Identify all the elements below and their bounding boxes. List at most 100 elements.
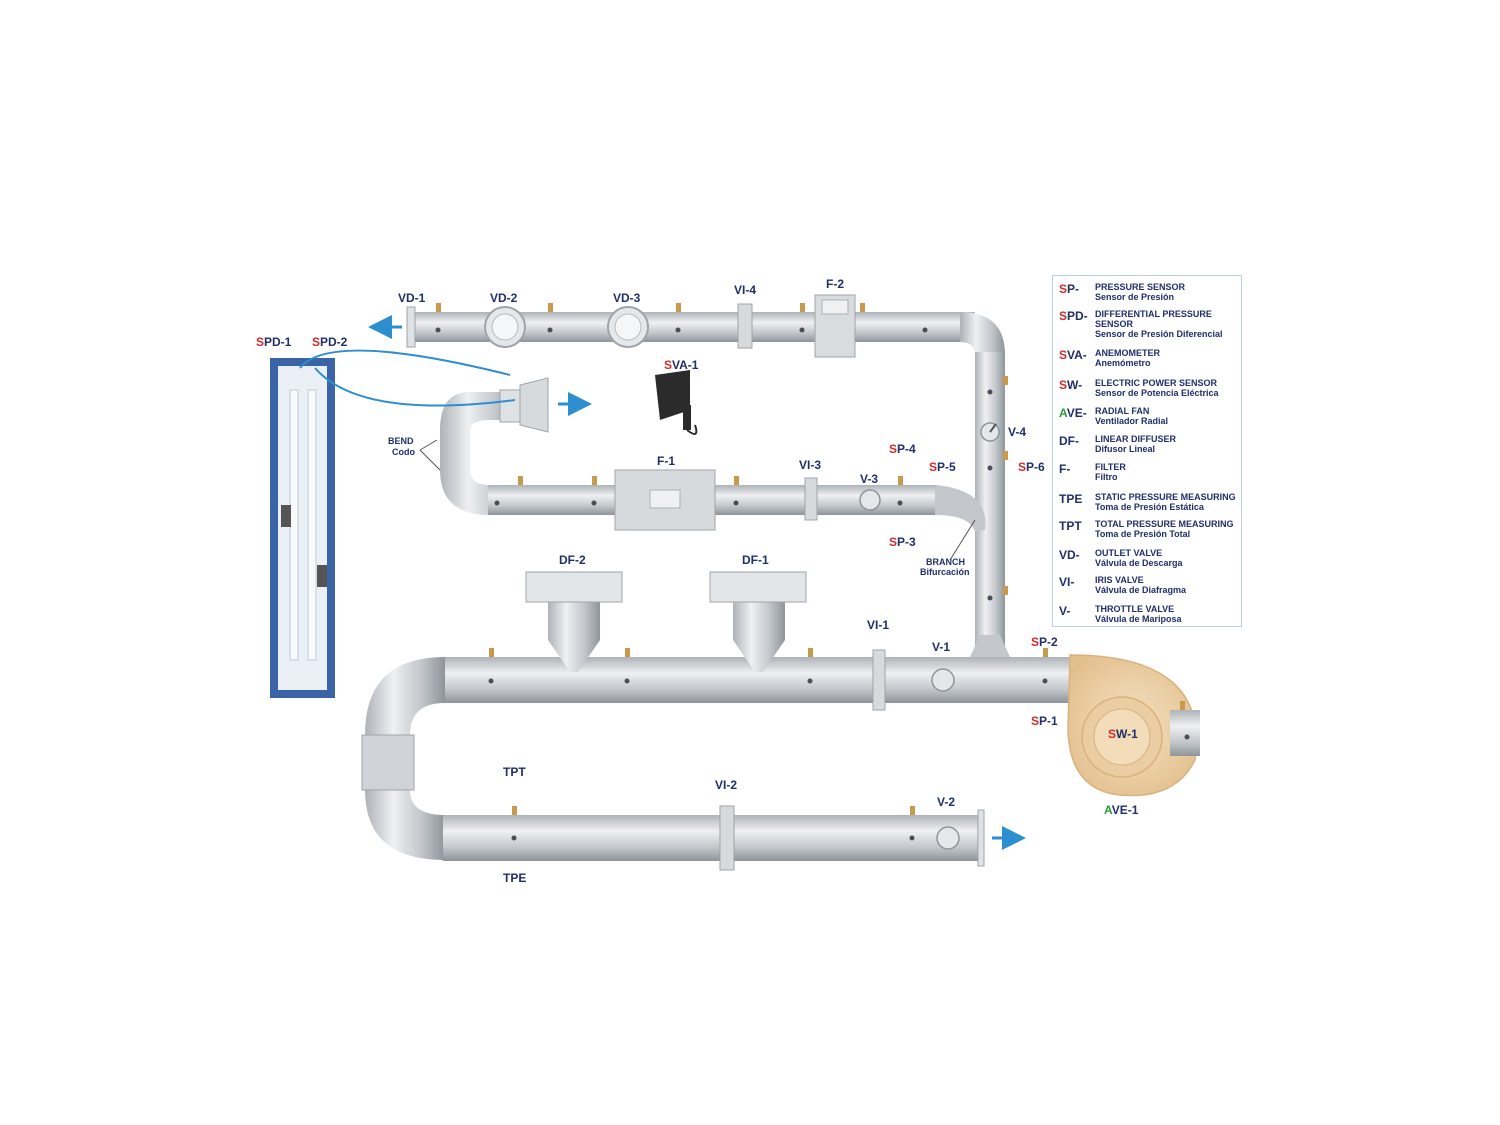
legend-code: TPE bbox=[1059, 492, 1082, 506]
pressure-port bbox=[987, 389, 993, 395]
middle-duct bbox=[440, 377, 986, 532]
legend-code-suffix: VI- bbox=[1059, 575, 1075, 589]
sensor-tap bbox=[1043, 648, 1048, 657]
label-f-2: F-2 bbox=[826, 277, 844, 291]
legend-text-en: DIFFERENTIAL PRESSURE SENSOR bbox=[1095, 309, 1212, 329]
legend-text-es: Toma de Presión Total bbox=[1095, 529, 1191, 539]
legend-code-suffix: V- bbox=[1059, 604, 1071, 618]
legend-code: VI- bbox=[1059, 575, 1074, 589]
sensor-tap bbox=[436, 303, 441, 312]
pressure-port bbox=[733, 500, 739, 506]
legend-code-suffix: F- bbox=[1059, 462, 1071, 476]
legend-text-en: PRESSURE SENSOR bbox=[1095, 282, 1186, 292]
legend-code-prefix: A bbox=[1059, 406, 1067, 420]
top-duct bbox=[406, 294, 1005, 358]
legend-code-prefix: S bbox=[1059, 282, 1068, 296]
sensor-tap bbox=[910, 806, 915, 815]
legend-code-suffix: DF- bbox=[1059, 434, 1079, 448]
legend-code-suffix: PD- bbox=[1067, 309, 1088, 323]
sensor-tap bbox=[592, 476, 597, 485]
sensor-tap bbox=[860, 303, 865, 312]
label-df-2: DF-2 bbox=[559, 553, 586, 567]
pressure-tube-1 bbox=[299, 349, 511, 376]
label-vi-2: VI-2 bbox=[715, 778, 737, 792]
radial-fan bbox=[1067, 654, 1200, 797]
legend-code: V- bbox=[1059, 604, 1070, 618]
legend-code-suffix: VD- bbox=[1059, 548, 1080, 562]
legend-text-es: Válvula de Mariposa bbox=[1095, 614, 1182, 624]
legend-code: SW- bbox=[1059, 378, 1082, 392]
label-branch-es: Bifurcación bbox=[920, 567, 970, 577]
legend-code-suffix: VE- bbox=[1066, 406, 1087, 420]
pressure-port bbox=[987, 595, 993, 601]
legend-text-en: IRIS VALVE bbox=[1095, 575, 1144, 585]
label-vd-3: VD-3 bbox=[613, 291, 641, 305]
label-vd-1: VD-1 bbox=[398, 291, 426, 305]
sensor-tap bbox=[548, 303, 553, 312]
pressure-port bbox=[624, 678, 630, 684]
pressure-port bbox=[547, 327, 553, 333]
sensor-tap bbox=[1003, 451, 1008, 460]
legend-code: DF- bbox=[1059, 434, 1079, 448]
legend-code-prefix: S bbox=[1059, 348, 1068, 362]
label-sp-5: SP-5 bbox=[929, 460, 956, 474]
bend-leader bbox=[419, 439, 441, 471]
label-v-1: V-1 bbox=[932, 640, 950, 654]
label-sw-1: SW-1 bbox=[1108, 727, 1138, 741]
sensor-tap bbox=[1003, 376, 1008, 385]
legend-code-suffix: VA- bbox=[1067, 348, 1087, 362]
legend-text-en: OUTLET VALVE bbox=[1095, 548, 1163, 558]
pressure-port bbox=[897, 500, 903, 506]
sensor-tap bbox=[676, 303, 681, 312]
differential-manometer bbox=[270, 358, 335, 698]
legend-text-en: FILTER bbox=[1095, 462, 1126, 472]
legend-text-en: ELECTRIC POWER SENSOR bbox=[1095, 378, 1218, 388]
legend-text-en: TOTAL PRESSURE MEASURING bbox=[1095, 519, 1234, 529]
legend-code-suffix: P- bbox=[1067, 282, 1080, 296]
sensor-tap bbox=[800, 303, 805, 312]
pressure-port bbox=[909, 835, 915, 841]
legend-code-suffix: TPE bbox=[1059, 492, 1083, 506]
label-v-4: V-4 bbox=[1008, 425, 1026, 439]
sensor-tap bbox=[489, 648, 494, 657]
label-bend: BEND bbox=[388, 436, 414, 446]
label-bend-es: Codo bbox=[392, 447, 415, 457]
pressure-port bbox=[922, 327, 928, 333]
legend-code: VD- bbox=[1059, 548, 1080, 562]
legend-code: AVE- bbox=[1059, 406, 1087, 420]
anemometer bbox=[655, 370, 698, 435]
sensor-tap bbox=[734, 476, 739, 485]
legend-code-suffix: W- bbox=[1067, 378, 1083, 392]
pressure-tube-2 bbox=[314, 367, 516, 407]
legend-code-prefix: S bbox=[1059, 378, 1068, 392]
pressure-port bbox=[987, 465, 993, 471]
pressure-port bbox=[807, 678, 813, 684]
legend-code: SPD- bbox=[1059, 309, 1088, 323]
legend-code: F- bbox=[1059, 462, 1070, 476]
pressure-port bbox=[435, 327, 441, 333]
legend-text-en: THROTTLE VALVE bbox=[1095, 604, 1175, 614]
sensor-tap bbox=[1180, 701, 1185, 710]
legend-text-es: Válvula de Descarga bbox=[1095, 558, 1183, 568]
label-vi-3: VI-3 bbox=[799, 458, 821, 472]
legend-text-es: Sensor de Presión Diferencial bbox=[1095, 329, 1223, 339]
pressure-port bbox=[591, 500, 597, 506]
legend-text-en: ANEMOMETER bbox=[1095, 348, 1160, 358]
label-branch: BRANCH bbox=[926, 557, 965, 567]
sensor-tap bbox=[898, 476, 903, 485]
legend-text-en: RADIAL FAN bbox=[1095, 406, 1150, 416]
legend-text-es: Difusor Lineal bbox=[1095, 444, 1156, 454]
label-sp-2: SP-2 bbox=[1031, 635, 1058, 649]
pressure-port bbox=[511, 835, 517, 841]
legend-text-es: Anemómetro bbox=[1095, 358, 1151, 368]
